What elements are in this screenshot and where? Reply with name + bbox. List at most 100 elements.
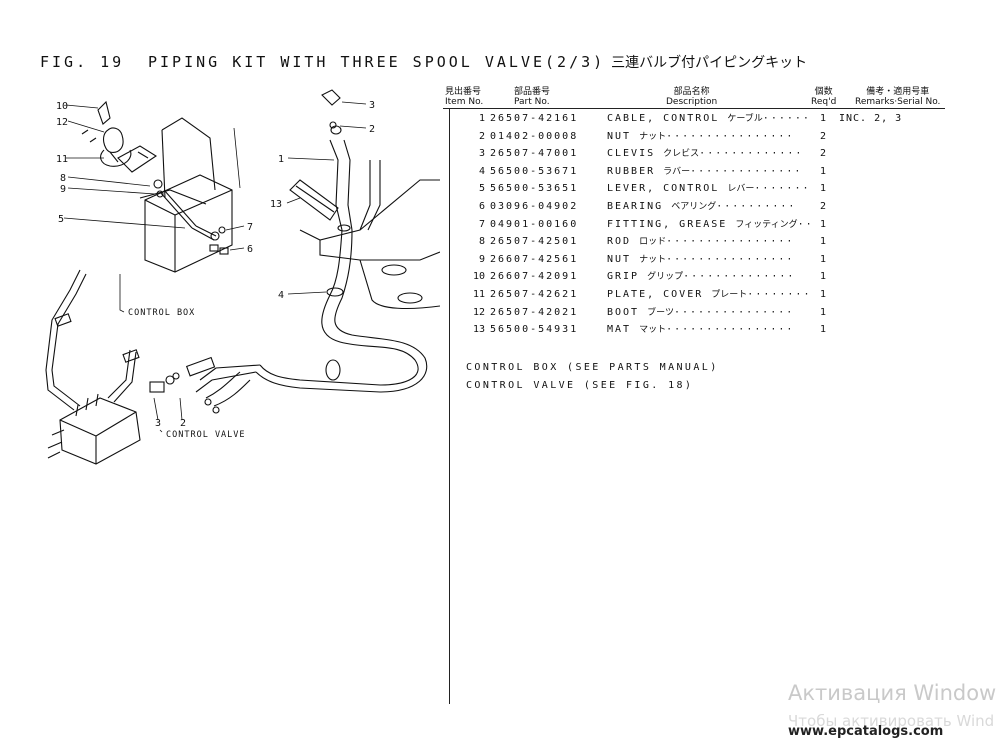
part-description: ROD ロッド················: [607, 233, 794, 252]
part-number: 56500-54931: [490, 324, 579, 336]
desc-dots: ··········: [716, 200, 797, 212]
quantity: 1: [820, 183, 827, 195]
part-number: 26507-42621: [490, 288, 579, 300]
desc-en: GRIP: [607, 271, 640, 283]
desc-jp: フィッティング: [735, 219, 798, 230]
header-qty: 個数 Req'd: [811, 87, 836, 107]
item-no: 10: [472, 271, 485, 283]
desc-dots: ················: [666, 130, 795, 142]
header-qty-jp: 個数: [814, 87, 833, 97]
quantity: 1: [820, 218, 827, 230]
part-description: CLEVIS クレビス·············: [607, 145, 803, 164]
desc-jp: ケーブル: [727, 114, 763, 124]
header-desc-jp: 部品名称: [673, 87, 710, 97]
callout-13: 13: [270, 199, 282, 210]
part-number: 56500-53651: [490, 183, 579, 195]
header-item-en: Item No.: [445, 97, 484, 107]
desc-dots: ·······: [754, 183, 811, 195]
parts-row: 10 26607-42091 GRIP グリップ·············· 1: [455, 268, 955, 286]
callout-4: 4: [278, 290, 284, 301]
quantity: 1: [820, 236, 827, 248]
desc-dots: ··············: [690, 165, 803, 177]
desc-jp: グリップ: [647, 272, 684, 283]
callout-9: 9: [60, 184, 66, 195]
item-no: 12: [472, 306, 485, 318]
desc-en: CABLE, CONTROL: [607, 113, 720, 124]
callout-7: 7: [247, 222, 253, 233]
leader-lines: [63, 101, 367, 433]
desc-jp: プレート: [711, 289, 748, 300]
header-description: 部品名称 Description: [666, 87, 717, 107]
control-valve-drawing: [45, 269, 180, 465]
header-desc-en: Description: [666, 97, 718, 107]
callout-10: 10: [56, 101, 68, 112]
desc-en: BOOT: [607, 306, 640, 318]
label-control-valve: CONTROL VALVE: [166, 430, 246, 440]
desc-jp: ラバー: [663, 166, 691, 177]
activation-watermark-line2: Чтобы активировать Wind: [788, 712, 995, 730]
item-no: 11: [472, 288, 485, 300]
part-description: NUT ナット················: [607, 128, 794, 147]
part-description: NUT ナット················: [607, 251, 794, 270]
figure-number: FIG. 19: [40, 53, 125, 71]
callout-1: 1: [278, 154, 284, 165]
exploded-diagram: 10 12 11 8 9 5 7 6 1 3 2 13 4 3 2 CONTRO…: [45, 89, 440, 465]
desc-en: ROD: [607, 236, 632, 248]
item-no: 3: [478, 148, 485, 160]
label-control-box: CONTROL BOX: [128, 308, 195, 318]
quantity: 1: [820, 306, 827, 318]
note-control-valve: CONTROL VALVE (SEE FIG. 18): [466, 380, 694, 391]
callout-12: 12: [56, 117, 68, 128]
callout-2-lower: 2: [180, 418, 186, 429]
callout-11: 11: [56, 154, 68, 165]
quantity: 1: [820, 253, 827, 265]
part-description: BEARING ベアリング··········: [607, 198, 796, 217]
header-item-jp: 見出番号: [445, 87, 482, 97]
header-part-jp: 部品番号: [514, 87, 551, 97]
desc-en: BEARING: [607, 200, 664, 212]
part-description: RUBBER ラバー··············: [607, 163, 802, 182]
desc-dots: ···············: [673, 306, 795, 318]
callout-3-upper: 3: [369, 100, 375, 111]
desc-jp: クレビス: [663, 149, 700, 160]
item-no: 4: [478, 165, 485, 177]
callout-5: 5: [58, 214, 64, 225]
remarks: INC. 2, 3: [839, 113, 903, 124]
figure-title-jp: 三連バルブ付パイピングキット: [611, 55, 808, 71]
part-number: 26507-42501: [490, 236, 579, 248]
quantity: 1: [820, 271, 827, 283]
lever-assembly-drawing: [81, 100, 229, 255]
quantity: 1: [820, 288, 827, 300]
header-remarks-en: Remarks·Serial No.: [855, 97, 941, 107]
desc-en: LEVER, CONTROL: [607, 183, 720, 195]
item-no: 5: [478, 183, 485, 195]
frame-outline: [299, 179, 440, 309]
mat-drawing: [289, 179, 339, 221]
desc-dots: ··············: [683, 271, 796, 283]
part-number: 26607-42561: [490, 253, 579, 265]
item-no: 9: [478, 253, 485, 265]
callout-3-lower: 3: [155, 418, 161, 429]
part-number: 26607-42091: [490, 271, 579, 283]
quantity: 2: [820, 148, 827, 160]
part-number: 26507-42161: [490, 113, 579, 124]
desc-en: PLATE, COVER: [607, 288, 704, 300]
desc-en: MAT: [607, 324, 632, 336]
desc-jp: ナット: [639, 131, 667, 142]
header-remarks: 備考・適用号車 Remarks·Serial No.: [855, 87, 940, 107]
part-number: 01402-00008: [490, 130, 579, 142]
part-number: 03096-04902: [490, 200, 579, 212]
item-no: 7: [478, 218, 485, 230]
desc-en: NUT: [607, 253, 632, 265]
header-divider: [443, 108, 945, 109]
part-description: MAT マット················: [607, 321, 794, 340]
desc-jp: ナット: [639, 254, 667, 265]
callout-8: 8: [60, 173, 66, 184]
